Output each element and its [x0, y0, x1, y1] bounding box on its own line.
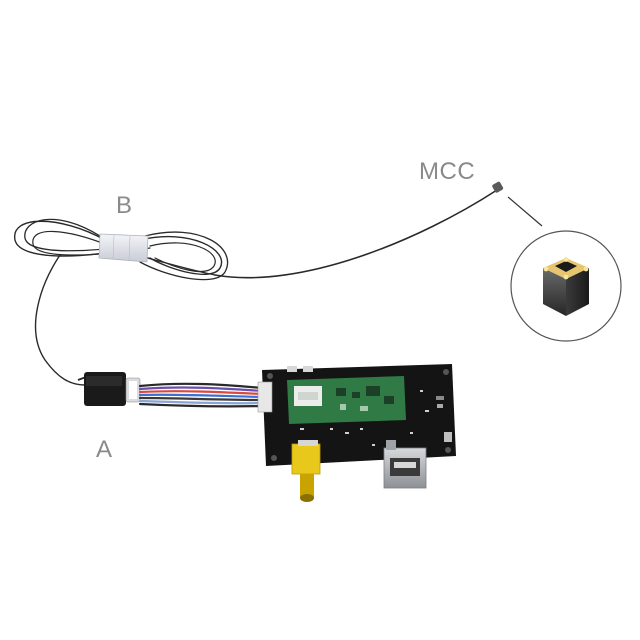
mcc-sensor-tip [492, 181, 504, 193]
connector-a [77, 372, 141, 406]
callout-line [507, 196, 543, 227]
usb-port [383, 440, 427, 489]
cable [14, 189, 498, 386]
label-b: B [116, 192, 133, 219]
sensor-cube [543, 257, 589, 316]
rca-jack [291, 440, 321, 502]
ribbon-wires [138, 382, 264, 408]
label-a: A [96, 436, 113, 463]
label-mcc: MCC [419, 158, 476, 185]
magnified-sensor-view [510, 230, 622, 342]
cable-sleeve [98, 233, 149, 263]
daughter-board [287, 376, 406, 424]
